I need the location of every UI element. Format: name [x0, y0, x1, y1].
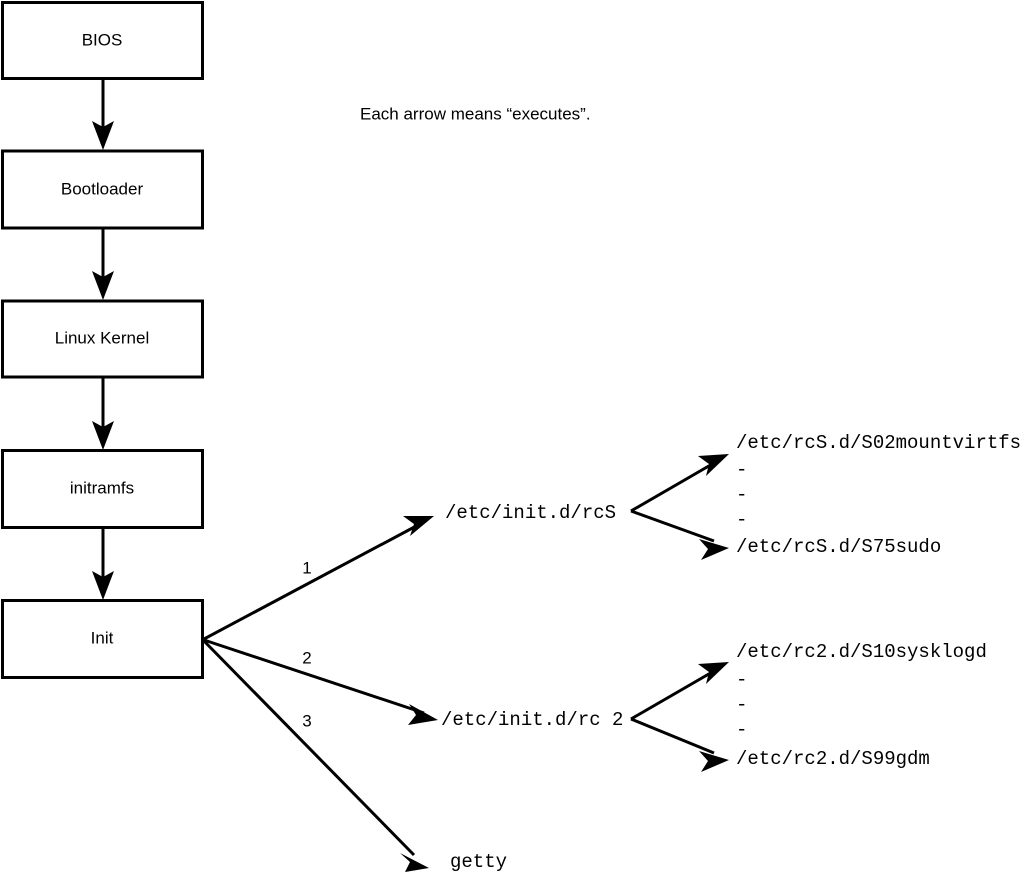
arrow-init-to-rc2 — [203, 638, 438, 725]
arrow-kernel-to-initramfs — [92, 378, 114, 450]
init-target-getty-label: getty — [450, 851, 507, 873]
arrow-bios-to-bootloader — [92, 79, 114, 150]
node-initramfs-rect — [1, 449, 204, 529]
edge-number-1: 1 — [302, 558, 311, 577]
node-bios[interactable]: BIOS — [1, 1, 204, 80]
node-linux-kernel-rect — [1, 299, 204, 379]
node-bootloader[interactable]: Bootloader — [1, 149, 204, 230]
arrow-init-to-getty — [202, 639, 429, 872]
node-bios-label: BIOS — [82, 30, 123, 49]
edge-number-2: 2 — [302, 648, 311, 667]
rcs-ellipsis-dash-2: - — [736, 484, 747, 506]
init-target-rcs-label: /etc/init.d/rcS — [445, 502, 616, 524]
arrow-init-to-rcs — [203, 516, 434, 641]
node-bootloader-label: Bootloader — [61, 179, 144, 198]
arrow-rc2-to-first-script — [630, 662, 729, 721]
node-init[interactable]: Init — [1, 599, 204, 679]
arrow-rcs-to-first-script — [630, 454, 729, 513]
rcs-script-first: /etc/rcS.d/S02mountvirtfs — [736, 432, 1021, 454]
rcs-ellipsis-dash-3: - — [736, 509, 747, 531]
node-init-label: Init — [91, 628, 114, 647]
node-linux-kernel-label: Linux Kernel — [55, 328, 150, 347]
rcs-script-last: /etc/rcS.d/S75sudo — [736, 536, 941, 558]
arrow-initramfs-to-init — [92, 528, 114, 600]
init-target-rc2-label: /etc/init.d/rc 2 — [441, 709, 623, 731]
node-initramfs[interactable]: initramfs — [1, 449, 204, 529]
edge-number-3: 3 — [302, 711, 311, 730]
arrow-bootloader-to-kernel — [92, 229, 114, 300]
node-bios-rect — [1, 1, 204, 80]
rcs-ellipsis-dash-1: - — [736, 459, 747, 481]
rc2-ellipsis-dash-2: - — [736, 694, 747, 716]
node-init-rect — [1, 599, 204, 679]
rc2-script-last: /etc/rc2.d/S99gdm — [736, 748, 930, 770]
node-bootloader-rect — [1, 149, 204, 230]
node-linux-kernel[interactable]: Linux Kernel — [1, 299, 204, 379]
rc2-script-first: /etc/rc2.d/S10sysklogd — [736, 641, 987, 663]
rc2-ellipsis-dash-3: - — [736, 719, 747, 741]
arrow-rcs-to-last-script — [630, 509, 729, 560]
diagram-note: Each arrow means “executes”. — [360, 104, 591, 123]
rc2-ellipsis-dash-1: - — [736, 669, 747, 691]
node-initramfs-label: initramfs — [70, 478, 134, 497]
arrow-rc2-to-last-script — [630, 717, 729, 772]
